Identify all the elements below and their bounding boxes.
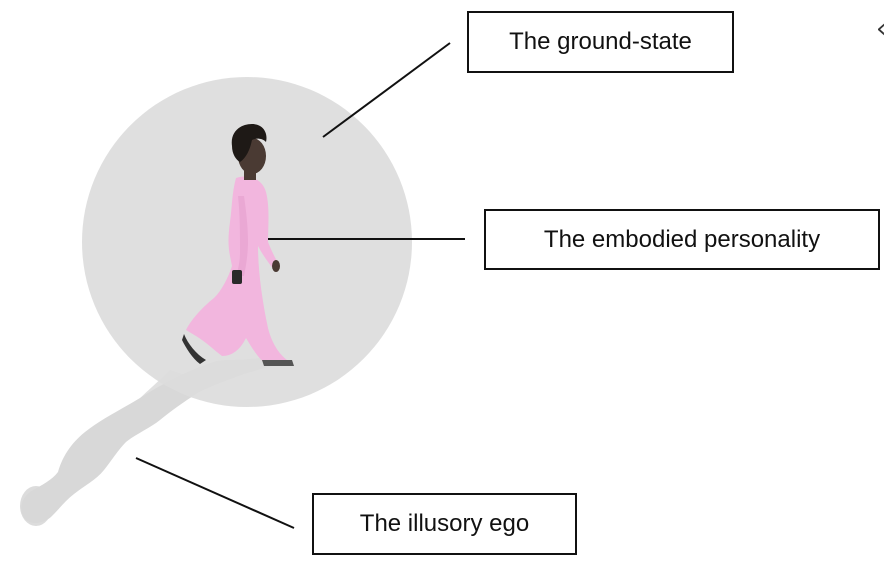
illusory-ego-label: The illusory ego: [312, 493, 577, 555]
edge-glyph: ‹: [876, 14, 887, 44]
ground-state-label: The ground-state: [467, 11, 734, 73]
embodied-personality-label: The embodied personality: [484, 209, 880, 270]
walking-woman-icon: [182, 124, 294, 366]
ego-connector: [135, 457, 295, 529]
ground-state-connector: [322, 42, 451, 138]
